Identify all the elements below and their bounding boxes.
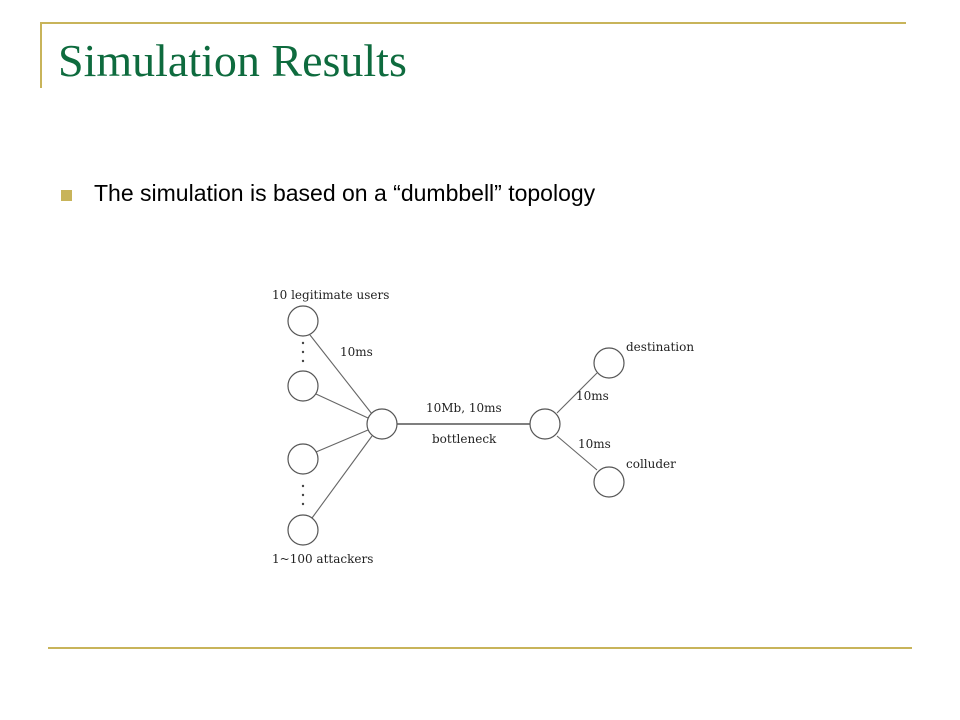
node-destination bbox=[593, 347, 625, 379]
label-dest-delay: 10ms bbox=[576, 389, 609, 403]
label-colluder-delay: 10ms bbox=[578, 437, 611, 451]
node-legit-user-top bbox=[287, 305, 319, 337]
edge-colluder bbox=[556, 435, 598, 471]
ellipsis-dot bbox=[301, 493, 305, 497]
edge-destination bbox=[556, 372, 598, 414]
label-destination: destination bbox=[626, 340, 694, 354]
label-bottleneck: bottleneck bbox=[432, 432, 497, 446]
node-attacker-bottom bbox=[287, 514, 319, 546]
node-legit-user-bottom bbox=[287, 370, 319, 402]
label-colluder: colluder bbox=[626, 457, 676, 471]
edge-user-top bbox=[309, 334, 373, 415]
ellipsis-dot bbox=[301, 484, 305, 488]
label-attackers: 1~100 attackers bbox=[272, 552, 373, 566]
slide-title: Simulation Results bbox=[58, 35, 407, 86]
ellipsis-dot bbox=[301, 350, 305, 354]
edge-attacker-top bbox=[315, 429, 369, 453]
bullet-marker bbox=[61, 190, 72, 201]
ellipsis-dot bbox=[301, 341, 305, 345]
bullet-text: The simulation is based on a “dumbbell” … bbox=[94, 180, 596, 206]
label-legit-users: 10 legitimate users bbox=[272, 288, 389, 302]
ellipsis-dot bbox=[301, 502, 305, 506]
top-rule bbox=[40, 22, 906, 24]
node-right-router bbox=[529, 408, 561, 440]
node-colluder bbox=[593, 466, 625, 498]
edge-user-bottom bbox=[315, 393, 369, 419]
edge-attacker-bottom bbox=[311, 435, 373, 519]
left-rule bbox=[40, 22, 42, 88]
bottom-rule bbox=[48, 647, 912, 649]
ellipsis-dot bbox=[301, 359, 305, 363]
label-bottleneck-spec: 10Mb, 10ms bbox=[426, 401, 502, 415]
label-left-delay: 10ms bbox=[340, 345, 373, 359]
node-left-router bbox=[366, 408, 398, 440]
node-attacker-top bbox=[287, 443, 319, 475]
